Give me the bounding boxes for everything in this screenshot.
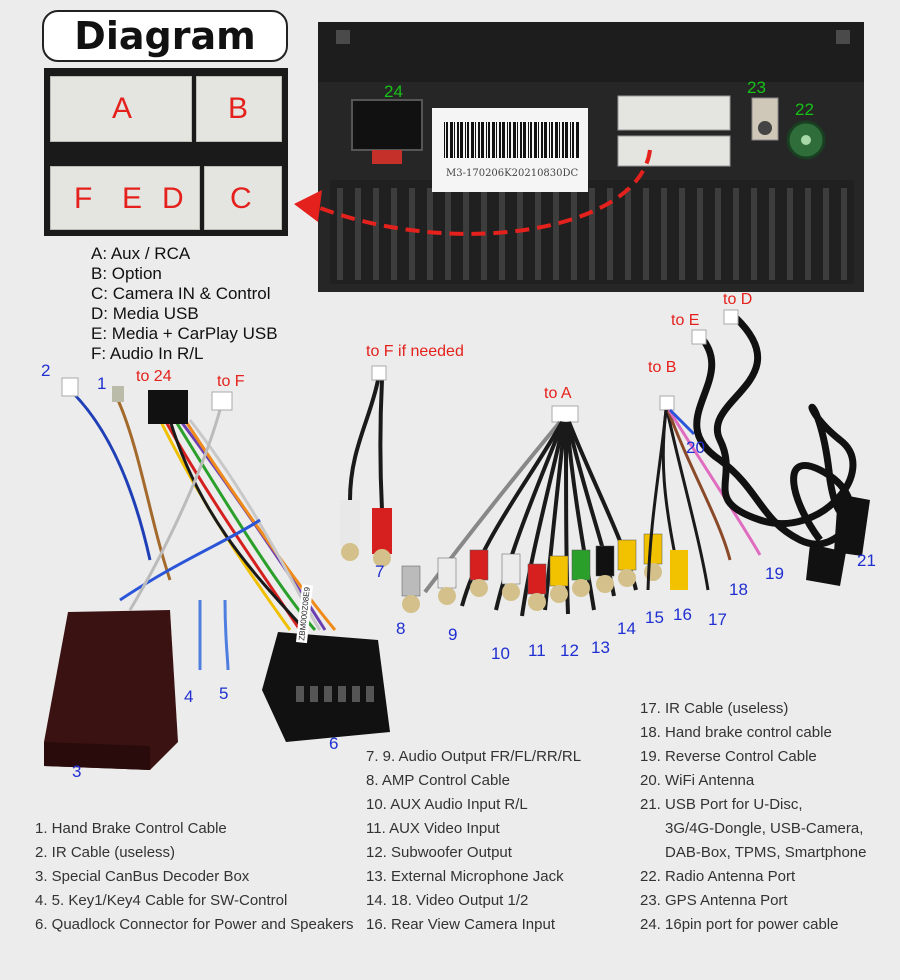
usb-port-1 (834, 494, 870, 556)
caption-item: 13. External Microphone Jack (366, 868, 564, 885)
brake-plug (112, 386, 124, 402)
caption-item: 11. AUX Video Input (366, 820, 500, 837)
tag-to-e: to E (671, 312, 700, 329)
camera-cable-b (646, 395, 762, 591)
canbus-decoder-box (44, 610, 178, 770)
caption-item: 10. AUX Audio Input R/L (366, 796, 528, 813)
caption-item: 23. GPS Antenna Port (640, 892, 788, 909)
label-17: 17 (708, 610, 727, 629)
caption-item: 18. Hand brake control cable (640, 724, 832, 741)
connector-letter-c: C (230, 182, 252, 215)
connector-legend: A: Aux / RCA B: Option C: Camera IN & Co… (91, 244, 278, 364)
legend-item: B: Option (91, 264, 162, 283)
callout-arrowhead (294, 190, 322, 222)
label-5: 5 (219, 684, 229, 703)
serial-number: M3-170206K20210830DC (446, 168, 579, 179)
label-20: 20 (686, 438, 705, 457)
label-6: 6 (329, 734, 339, 753)
caption-item: 17. IR Cable (useless) (640, 700, 789, 717)
tag-to-24: to 24 (136, 368, 172, 385)
caption-item: 24. 16pin port for power cable (640, 916, 839, 933)
pin16-plug (148, 390, 188, 424)
tag-to-f: to F (217, 373, 245, 390)
legend-item: E: Media + CarPlay USB (91, 324, 278, 343)
caption-item: 14. 18. Video Output 1/2 (366, 892, 529, 909)
connector-letter-f: F (74, 182, 93, 215)
usb-d-plug (723, 309, 739, 325)
label-4: 4 (184, 687, 194, 706)
label-16: 16 (673, 605, 692, 624)
legend-item: F: Audio In R/L (91, 344, 204, 363)
caption-item: 16. Rear View Camera Input (366, 916, 555, 933)
caption-item: 2. IR Cable (useless) (35, 844, 176, 861)
usb-port-2 (806, 544, 846, 586)
legend-item: D: Media USB (91, 304, 199, 323)
label-12: 12 (560, 641, 579, 660)
label-8: 8 (396, 619, 406, 638)
caption-item: 12. Subwoofer Output (366, 844, 512, 861)
rca-output-7 (340, 365, 392, 567)
port-label-23: 23 (747, 78, 766, 97)
legend-item: C: Camera IN & Control (91, 284, 271, 303)
caption-item: 19. Reverse Control Cable (640, 748, 817, 765)
connector-c-block (204, 166, 282, 230)
legend-item: A: Aux / RCA (91, 244, 191, 263)
tag-to-a: to A (544, 385, 572, 402)
caption-item: 20. WiFi Antenna (640, 772, 755, 789)
label-14: 14 (617, 619, 636, 638)
label-1: 1 (97, 374, 107, 393)
connector-fed-block (50, 166, 200, 230)
to-f-plug (211, 391, 233, 411)
caption-item: 3G/4G-Dongle, USB-Camera, (665, 820, 864, 837)
label-19: 19 (765, 564, 784, 583)
caption-item: 4. 5. Key1/Key4 Cable for SW-Control (35, 892, 288, 909)
connector-photo: A B F E D C (44, 68, 288, 236)
label-18: 18 (729, 580, 748, 599)
label-21: 21 (857, 551, 876, 570)
label-13: 13 (591, 638, 610, 657)
connector-letter-a: A (112, 92, 133, 125)
label-15: 15 (645, 608, 664, 627)
label-9: 9 (448, 625, 458, 644)
callout-arrow (319, 149, 652, 236)
usb-e-plug (691, 329, 707, 345)
head-unit-rear (318, 22, 864, 292)
caption-item: 21. USB Port for U-Disc, (640, 796, 803, 813)
captions-left: 1. Hand Brake Control Cable 2. IR Cable … (35, 817, 354, 937)
tag-to-f-if-needed: to F if needed (366, 343, 464, 360)
ir-plug (61, 377, 79, 397)
caption-item: 3. Special CanBus Decoder Box (35, 868, 250, 885)
port-label-22: 22 (795, 100, 814, 119)
diagram-title: Diagram (42, 10, 288, 62)
label-2: 2 (41, 361, 51, 380)
tag-to-b: to B (648, 359, 677, 376)
port-label-24: 24 (384, 82, 403, 101)
label-11: 11 (528, 641, 546, 660)
connector-letter-e: E (122, 182, 143, 215)
caption-item: 6. Quadlock Connector for Power and Spea… (35, 916, 354, 933)
tag-to-d: to D (723, 291, 753, 308)
captions-right: 17. IR Cable (useless) 18. Hand brake co… (640, 697, 866, 937)
caption-item: DAB-Box, TPMS, Smartphone (665, 844, 867, 861)
connector-a-block (50, 76, 192, 142)
captions-middle: 7. 9. Audio Output FR/FL/RR/RL 8. AMP Co… (366, 745, 581, 937)
connector-letter-b: B (228, 92, 249, 125)
label-7: 7 (375, 562, 385, 581)
label-10: 10 (491, 644, 510, 663)
caption-item: 1. Hand Brake Control Cable (35, 820, 227, 837)
label-3: 3 (72, 762, 82, 781)
caption-item: 8. AMP Control Cable (366, 772, 510, 789)
caption-item: 7. 9. Audio Output FR/FL/RR/RL (366, 748, 582, 765)
power-harness (70, 390, 337, 671)
connector-letter-d: D (162, 182, 184, 215)
caption-item: 22. Radio Antenna Port (640, 868, 796, 885)
usb-cables (693, 315, 861, 548)
connector-b-block (196, 76, 282, 142)
